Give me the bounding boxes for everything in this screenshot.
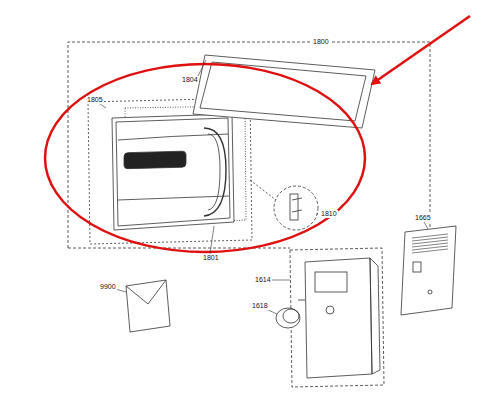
callout-number: 1810 [320, 210, 338, 218]
callout-number: 1801 [202, 254, 220, 262]
vent-line [412, 249, 448, 253]
callout-number: 9900 [99, 283, 117, 291]
callout-number: 1618 [251, 302, 269, 310]
callout-number: 1805 [86, 96, 104, 104]
callout-number: 1804 [181, 76, 199, 84]
callout-number: 1800 [312, 38, 330, 46]
callout-number: 1614 [254, 276, 272, 284]
callout-number: 1665 [414, 214, 432, 222]
